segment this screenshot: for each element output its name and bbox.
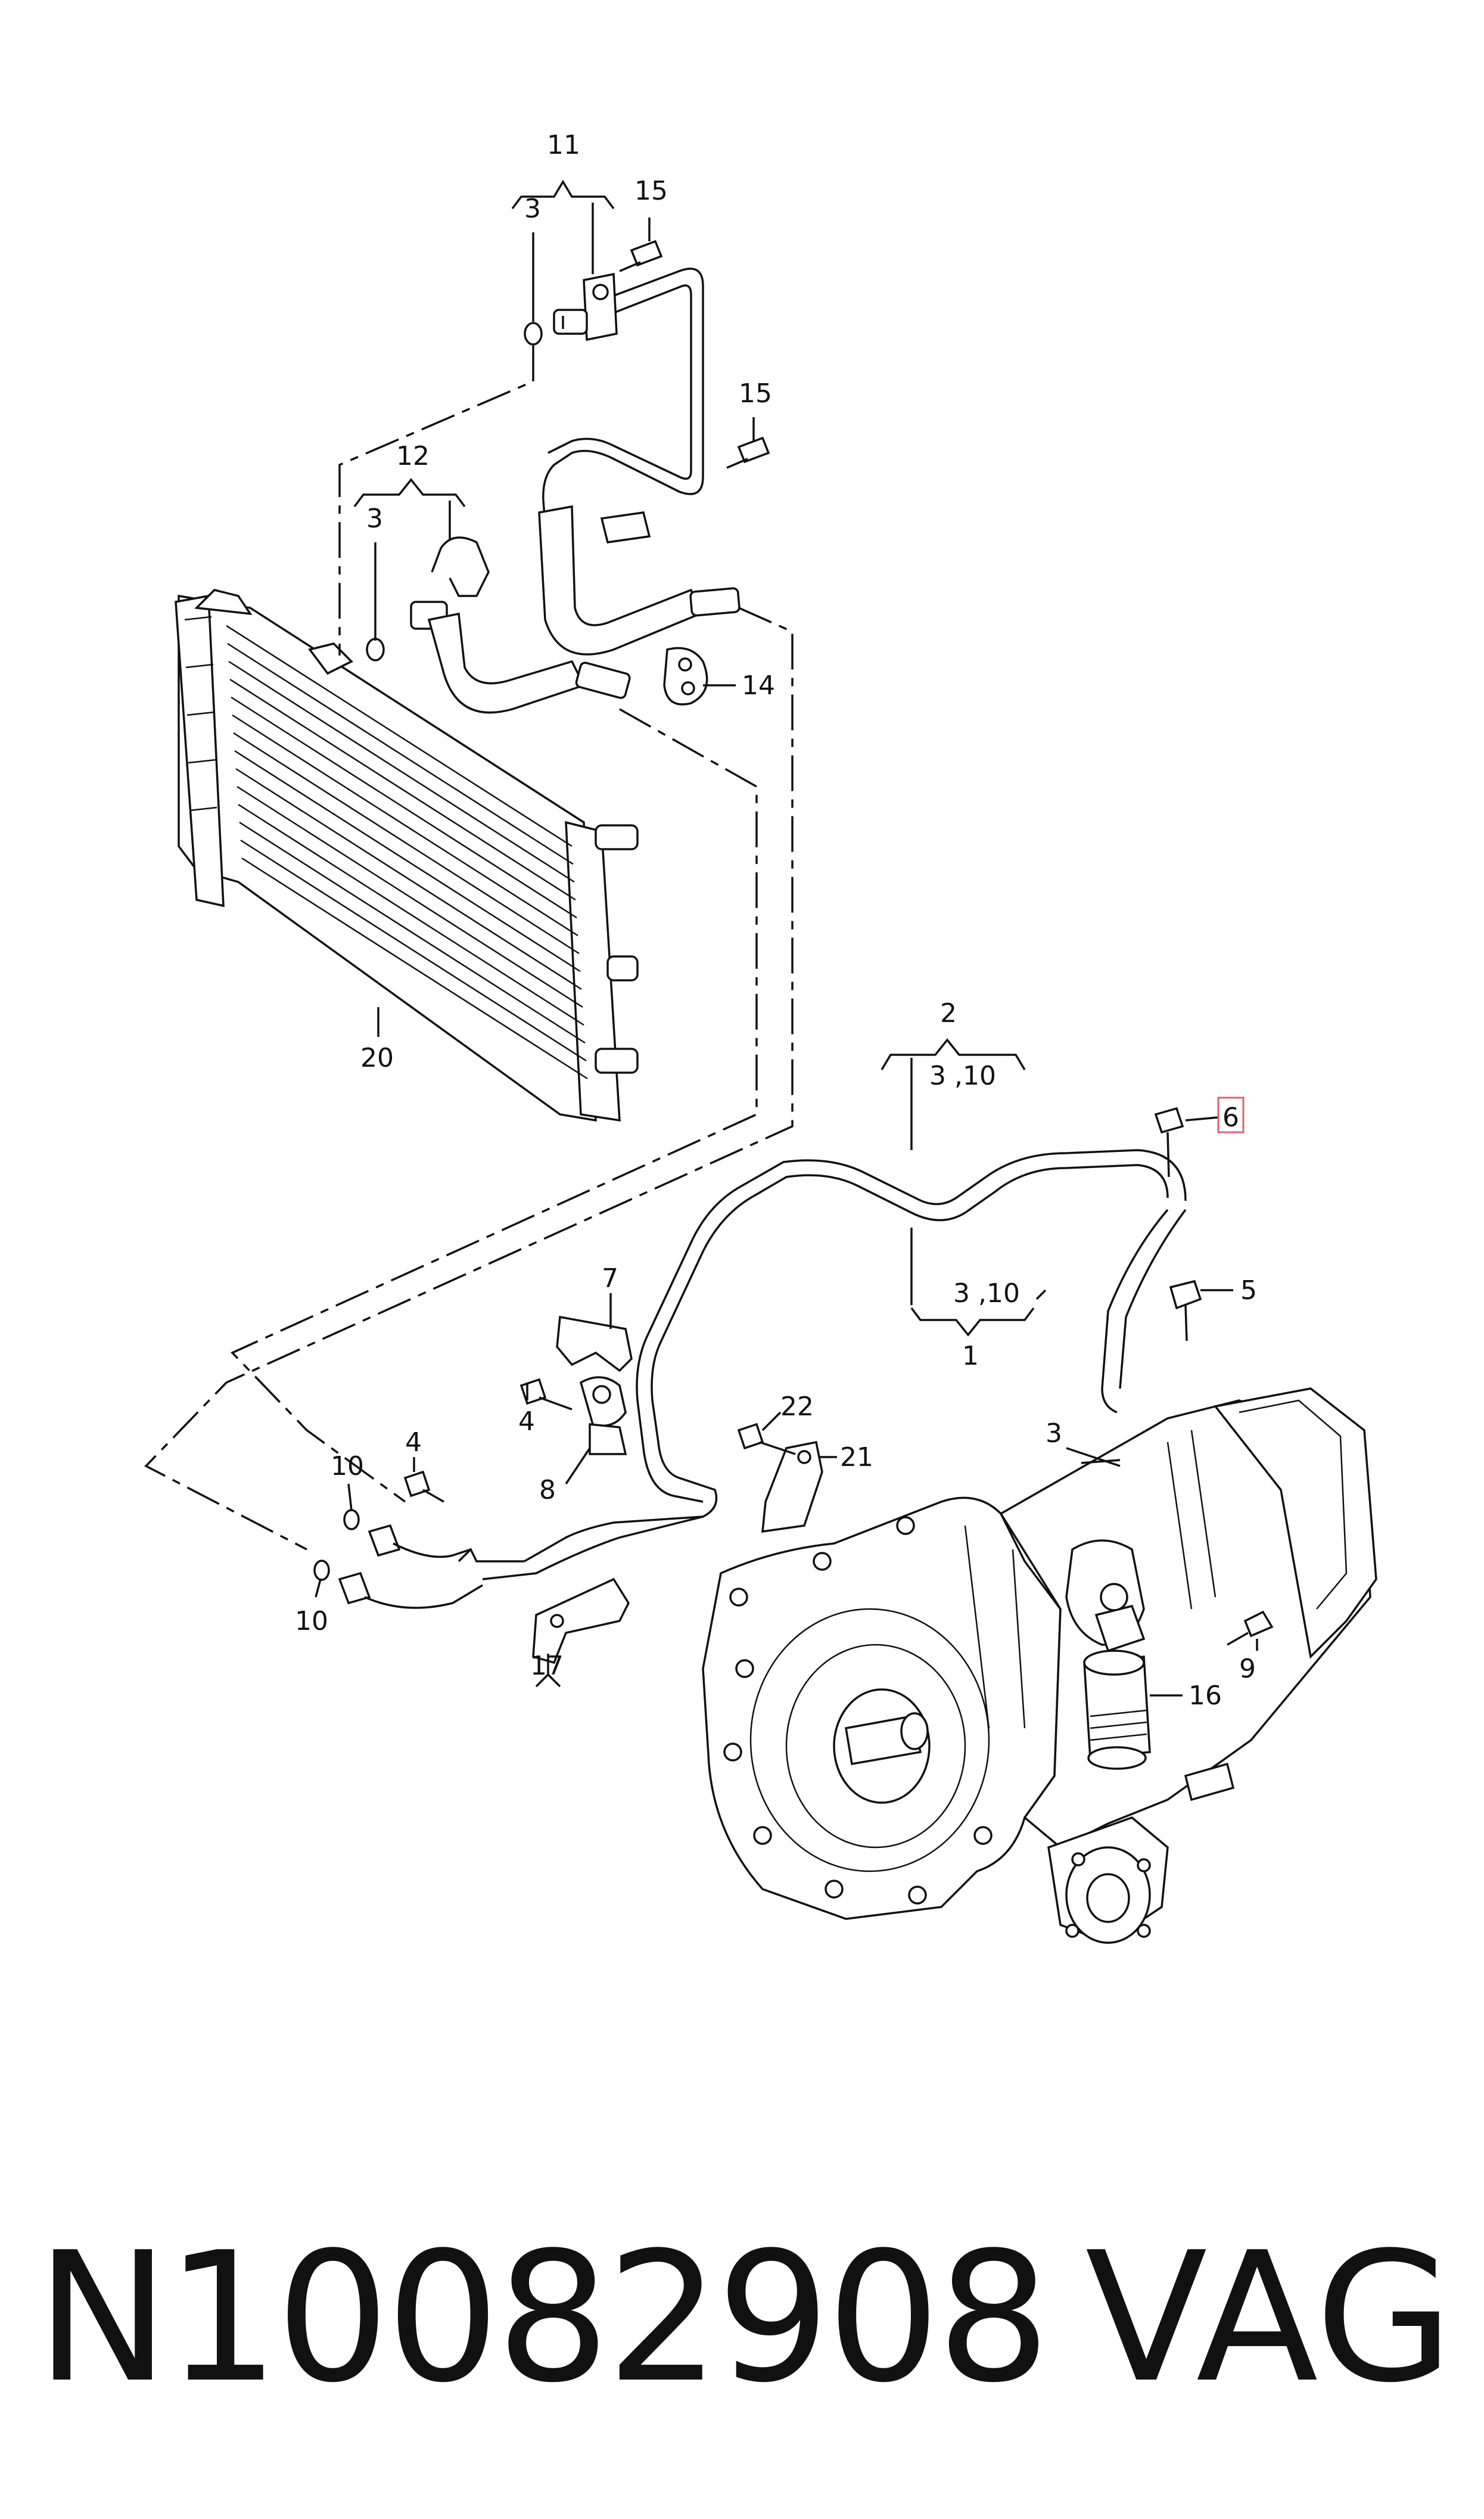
bolt-4-lower (403, 1470, 444, 1503)
bolt-15-upper (619, 240, 663, 272)
label-8: 8 (539, 1475, 556, 1505)
label-14: 14 (742, 670, 775, 701)
label-16: 16 (1189, 1681, 1222, 1711)
bracket-14 (663, 647, 708, 706)
bracket-21 (761, 1440, 823, 1533)
label-3-10-upper: 3 ,10 (929, 1061, 996, 1091)
label-3-10-lower: 3 ,10 (953, 1278, 1020, 1309)
bolt-15-lower (726, 436, 770, 469)
label-17: 17 (530, 1651, 564, 1681)
highlight-box-6 (1217, 1097, 1245, 1133)
label-20: 20 (360, 1043, 394, 1073)
label-7: 7 (602, 1263, 618, 1294)
brand-label: VAG (1085, 2214, 1454, 2422)
clamp-7 (556, 1315, 633, 1372)
label-4-upper: 4 (518, 1406, 535, 1437)
label-5: 5 (1240, 1275, 1257, 1306)
part-number: N10082908 (36, 2214, 1050, 2422)
label-10-lower: 10 (295, 1606, 328, 1636)
bolt-5 (1169, 1279, 1202, 1341)
bolt-6 (1154, 1107, 1184, 1178)
label-15-upper: 15 (634, 176, 668, 206)
callout-leaders (315, 179, 1258, 1697)
label-9: 9 (1239, 1654, 1256, 1684)
label-4-lower: 4 (405, 1427, 422, 1458)
transmission (702, 1387, 1377, 1944)
bolt-4-upper (519, 1378, 573, 1411)
transmission-oil-lines (313, 1149, 1187, 1609)
hose-assembly-11 (524, 268, 741, 656)
label-3-transmission: 3 (1046, 1418, 1062, 1449)
dash-dot-leaders (144, 346, 794, 1551)
label-1: 1 (962, 1341, 979, 1371)
label-3-upper: 3 (524, 194, 541, 224)
label-11: 11 (547, 130, 580, 160)
label-2: 2 (940, 998, 957, 1029)
label-3-mid: 3 (366, 504, 383, 534)
label-12: 12 (396, 441, 430, 471)
label-22: 22 (780, 1391, 814, 1422)
label-15-lower: 15 (739, 378, 772, 409)
bracket-17 (532, 1577, 630, 1664)
hose-assembly-12 (366, 536, 631, 714)
footer: N10082908 VAG (36, 2217, 1454, 2419)
clamp-8 (579, 1376, 627, 1455)
bolt-22 (737, 1422, 796, 1455)
label-6: 6 (1222, 1102, 1239, 1133)
label-10-upper: 10 (331, 1451, 364, 1481)
label-21: 21 (840, 1442, 873, 1473)
oil-cooler (175, 589, 639, 1122)
callout-labels: 11 3 15 15 12 3 14 20 2 3 ,10 6 3 ,10 1 … (295, 130, 1257, 1711)
